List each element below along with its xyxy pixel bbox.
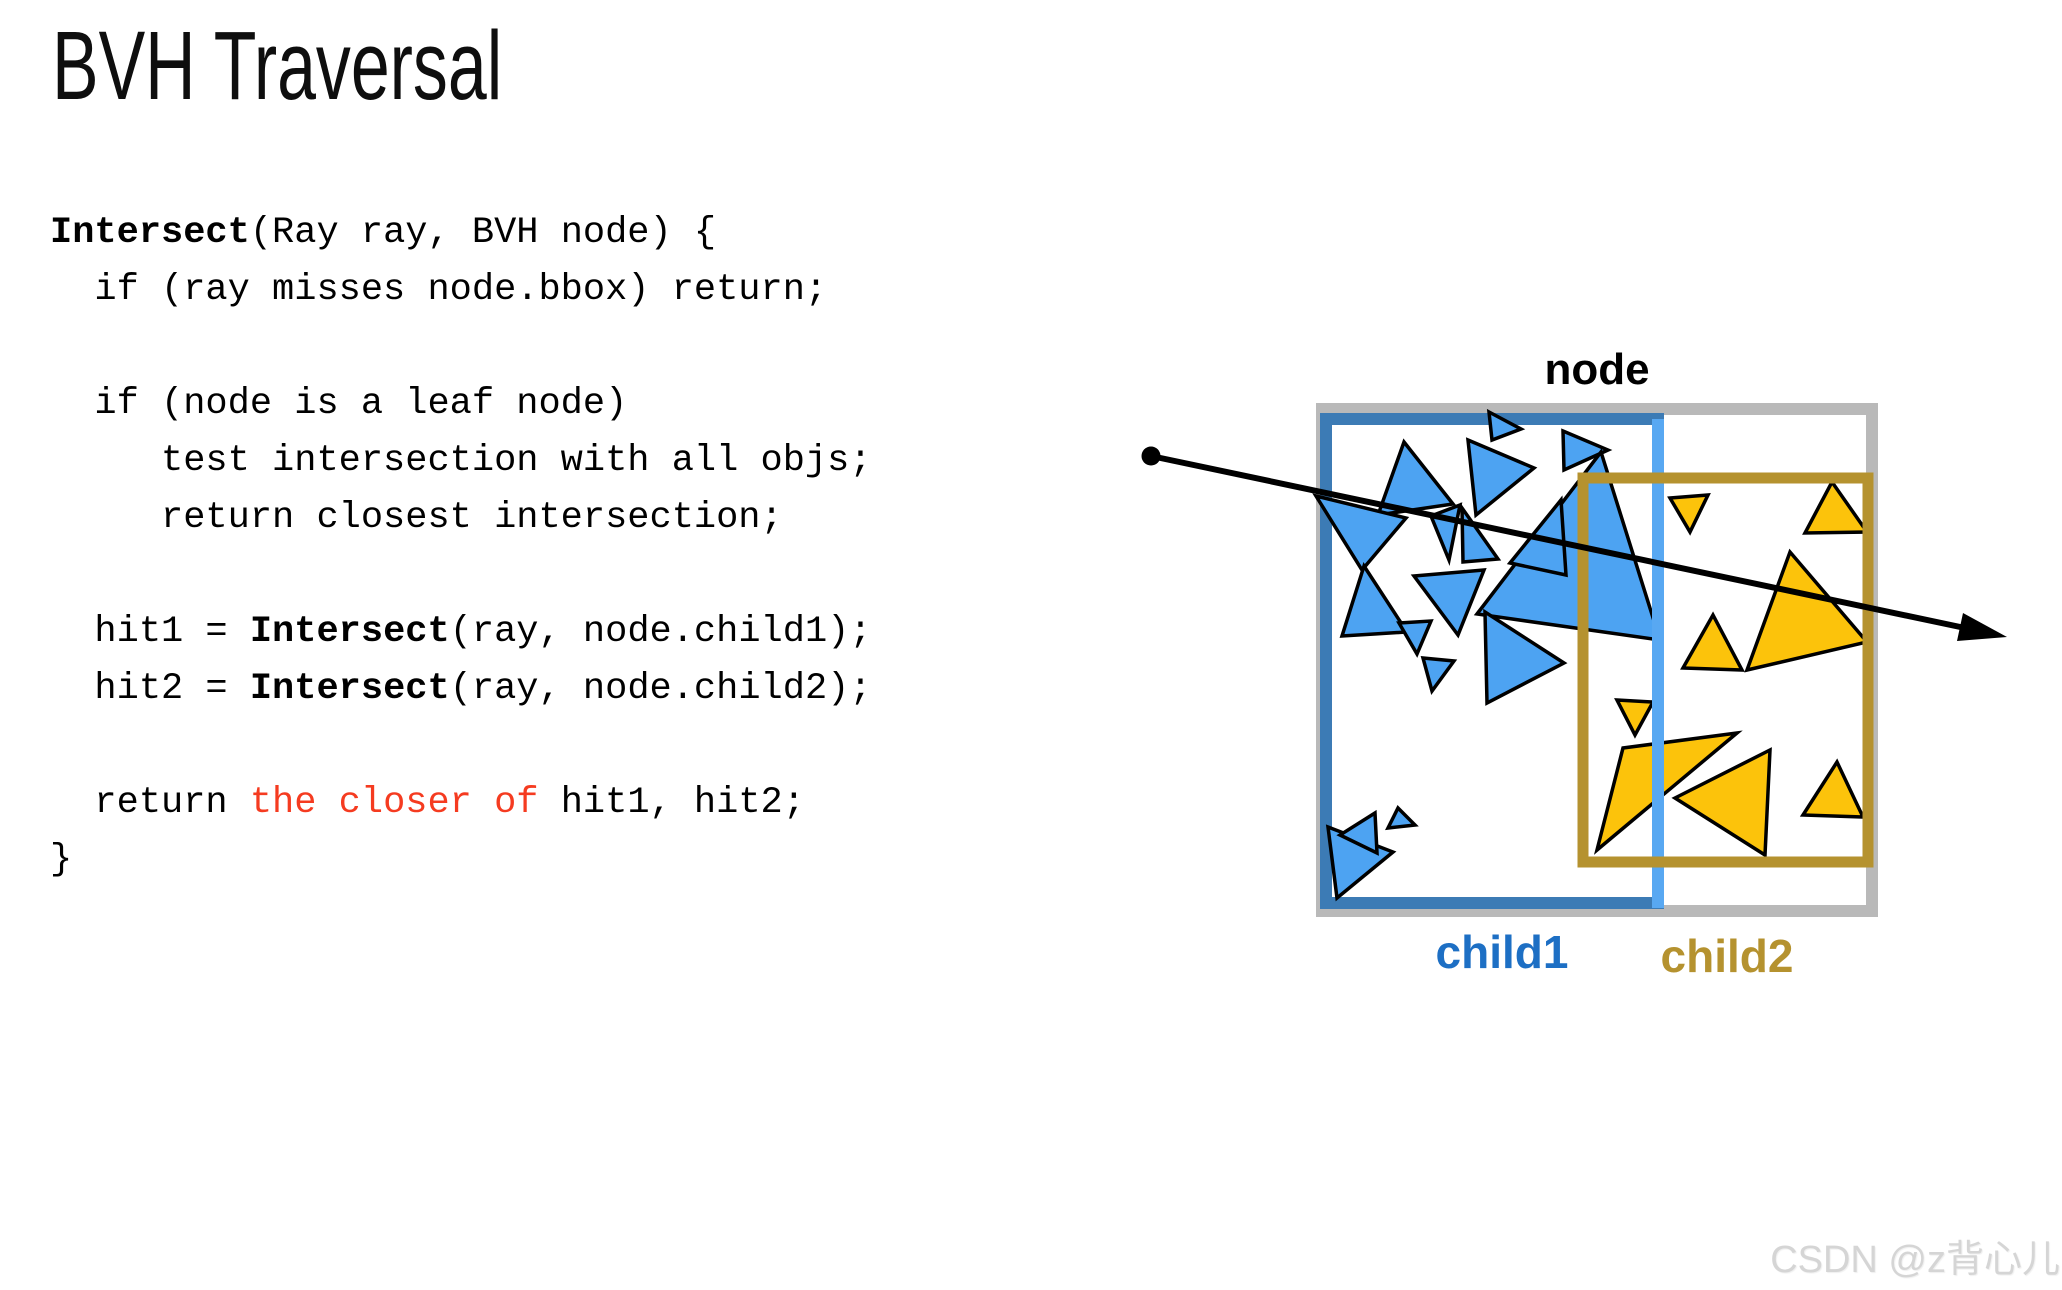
blue-triangle xyxy=(1561,428,1613,473)
ray-line xyxy=(1150,453,1966,631)
child1-label: child1 xyxy=(1436,926,1569,978)
gold-triangle xyxy=(1593,730,1743,855)
code-text: } xyxy=(50,839,73,881)
code-line: hit2 = Intersect(ray, node.child2); xyxy=(50,661,872,718)
code-text: hit2 = xyxy=(50,668,250,710)
code-highlight-red: the closer of xyxy=(249,782,539,824)
blue-triangle xyxy=(1336,809,1379,856)
child2-bbox xyxy=(1577,472,1874,868)
code-line: return closest intersection; xyxy=(50,490,872,547)
code-text: (ray, node.child2); xyxy=(449,668,872,710)
code-text: (ray, node.child1); xyxy=(449,611,872,653)
code-keyword-bold: Intersect xyxy=(249,668,450,710)
gold-triangle xyxy=(1802,478,1871,535)
code-line: Intersect(Ray ray, BVH node) { xyxy=(50,205,872,262)
blue-triangle xyxy=(1396,619,1434,658)
blue-triangle xyxy=(1420,656,1458,695)
code-text: return xyxy=(50,782,250,824)
blue-triangle xyxy=(1410,568,1487,639)
gold-triangle xyxy=(1680,611,1745,672)
gold-triangle xyxy=(1667,493,1711,536)
code-block: Intersect(Ray ray, BVH node) { if (ray m… xyxy=(50,205,872,889)
blue-triangle xyxy=(1483,608,1568,706)
ray-arrowhead xyxy=(1957,613,2007,641)
gold-triangle xyxy=(1799,758,1866,819)
code-text: hit1, hit2; xyxy=(538,782,805,824)
gold-triangle xyxy=(1614,698,1656,739)
code-line: } xyxy=(50,832,872,889)
ray-origin-dot xyxy=(1141,446,1161,466)
code-text: test intersection with all objs; xyxy=(50,440,872,482)
gold-triangle xyxy=(1671,747,1772,859)
child2-label: child2 xyxy=(1661,930,1794,982)
code-line: test intersection with all objs; xyxy=(50,433,872,490)
code-keyword-bold: Intersect xyxy=(50,212,250,254)
blue-triangle xyxy=(1486,408,1526,443)
blue-triangle xyxy=(1384,805,1419,831)
code-text: if (node is a leaf node) xyxy=(50,383,628,425)
page-title: BVH Traversal xyxy=(52,11,503,120)
code-text: return closest intersection; xyxy=(50,497,783,539)
blue-triangle xyxy=(1465,437,1538,519)
blue-triangle xyxy=(1339,561,1411,638)
blue-triangle xyxy=(1312,493,1410,573)
code-line: if (node is a leaf node) xyxy=(50,376,872,433)
code-keyword-bold: Intersect xyxy=(249,611,450,653)
code-line: return the closer of hit1, hit2; xyxy=(50,775,872,832)
code-text: (Ray ray, BVH node) { xyxy=(249,212,717,254)
code-text: if (ray misses node.bbox) return; xyxy=(50,269,828,311)
code-text: hit1 = xyxy=(50,611,250,653)
node-label: node xyxy=(1544,345,1649,394)
code-line: hit1 = Intersect(ray, node.child1); xyxy=(50,604,872,661)
code-line: if (ray misses node.bbox) return; xyxy=(50,262,872,319)
csdn-watermark: CSDN @z背心儿 xyxy=(1770,1239,2060,1281)
